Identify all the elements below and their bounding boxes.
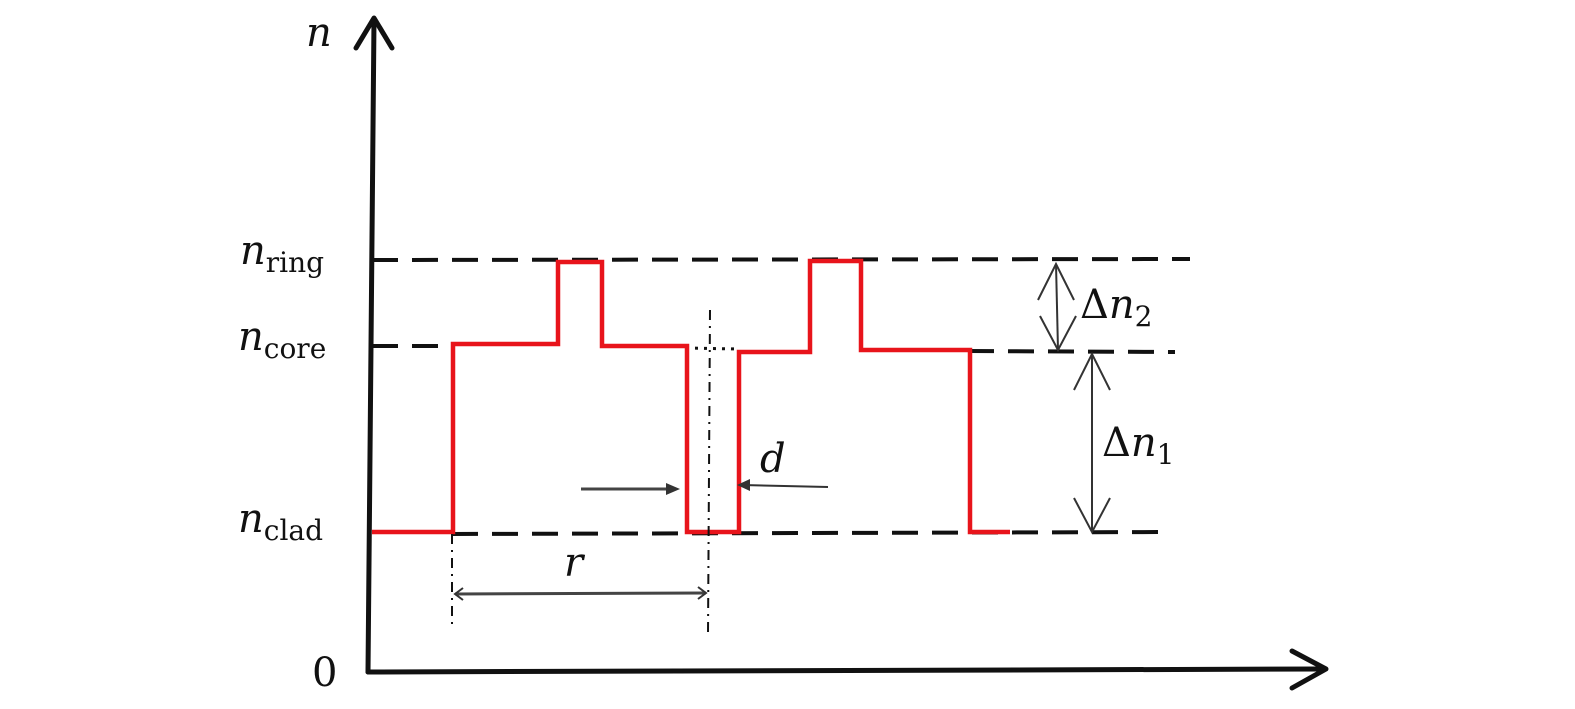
delta-n2-dimension: Δn2 (1037, 261, 1152, 353)
r-right-guide-line (707, 309, 711, 635)
x-axis-arrowhead (1289, 648, 1329, 691)
delta-n1-arrow-top (1073, 351, 1111, 391)
clad-level-dashed-line (451, 530, 1171, 536)
d-label: d (760, 436, 786, 482)
n-ring-label: nring (240, 228, 324, 279)
delta-n2-label: Δn2 (1080, 282, 1152, 333)
d-arrow-right-shaft (741, 484, 829, 488)
axes (353, 15, 1329, 691)
r-arrow-right (697, 586, 708, 600)
delta-n2-arrow-top (1037, 261, 1075, 301)
index-profile-curve (372, 258, 1010, 535)
y-axis-label: n (306, 10, 332, 56)
r-label: r (564, 540, 586, 586)
core-level-dotted-line-middle (685, 346, 739, 351)
y-axis (365, 17, 377, 675)
delta-n1-dimension: Δn1 (1073, 351, 1174, 535)
y-axis-arrowhead (353, 15, 395, 51)
reference-lines (371, 257, 1191, 536)
d-dimension: d (581, 436, 829, 495)
r-dimension: r (453, 540, 708, 601)
delta-n2-arrow-bottom (1039, 315, 1077, 353)
core-level-dashed-line-right (967, 349, 1176, 354)
d-arrow-right-head (737, 479, 750, 491)
ring-level-dashed-line (371, 257, 1191, 262)
r-arrow-left (453, 587, 464, 601)
delta-n1-arrow-bottom (1073, 497, 1111, 535)
delta-n2-line (1055, 263, 1059, 351)
x-axis (365, 666, 1325, 675)
n-core-label: ncore (238, 314, 326, 365)
d-arrow-left-head (666, 483, 680, 495)
origin-label: 0 (312, 650, 337, 696)
n-clad-label: nclad (238, 496, 323, 547)
r-dimension-line (454, 591, 707, 596)
delta-n1-label: Δn1 (1102, 420, 1174, 471)
